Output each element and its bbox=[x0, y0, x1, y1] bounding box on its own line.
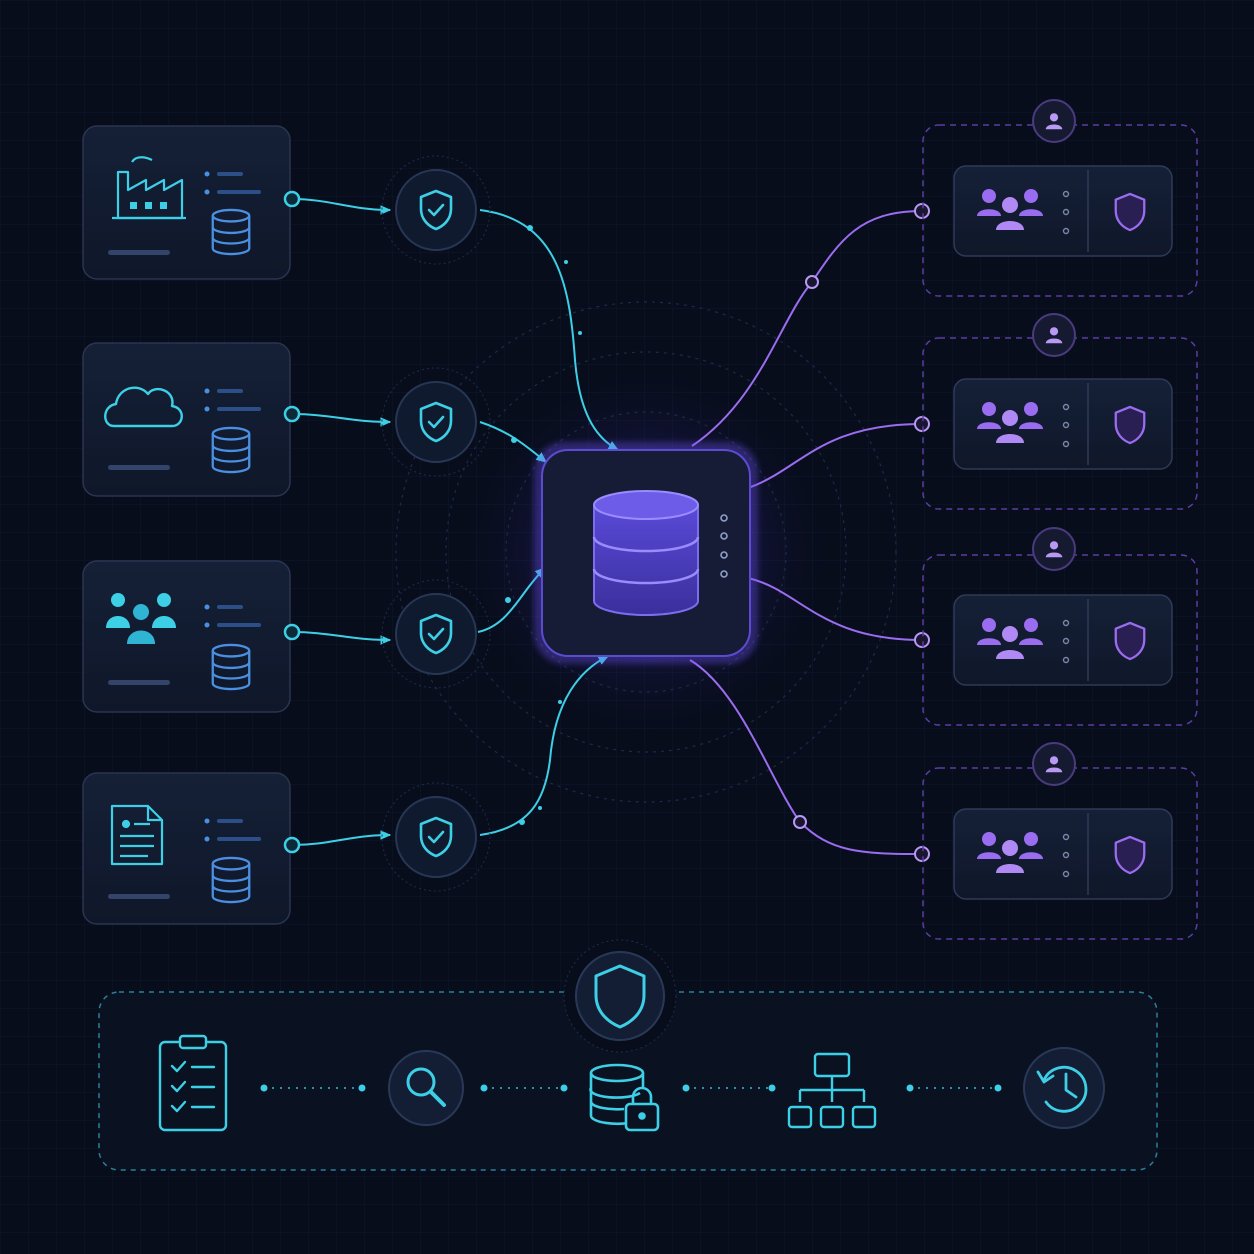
consumer-group-1 bbox=[922, 99, 1198, 297]
user-badge[interactable] bbox=[1032, 742, 1076, 786]
central-hub[interactable] bbox=[534, 442, 758, 664]
shield-node-4[interactable] bbox=[381, 782, 491, 892]
consumer-nodes bbox=[793, 203, 930, 862]
hierarchy-icon[interactable] bbox=[787, 1052, 877, 1129]
label-placeholder bbox=[108, 465, 170, 470]
factory-icon bbox=[112, 156, 186, 220]
database-icon bbox=[592, 490, 700, 616]
shield-icon bbox=[1114, 621, 1146, 661]
governance-bar bbox=[98, 939, 1158, 1171]
user-badge[interactable] bbox=[1032, 527, 1076, 571]
step-connectors bbox=[260, 1084, 1002, 1092]
user-badge[interactable] bbox=[1032, 313, 1076, 357]
document-icon bbox=[110, 804, 164, 866]
status-dots bbox=[720, 514, 728, 578]
status-dots bbox=[1062, 403, 1070, 448]
shield-node-1[interactable] bbox=[381, 155, 491, 265]
output-port[interactable] bbox=[283, 190, 301, 208]
database-lock-icon[interactable] bbox=[589, 1063, 660, 1132]
shield-icon bbox=[594, 964, 646, 1029]
status-dots bbox=[1062, 619, 1070, 664]
consumer-group-4 bbox=[922, 742, 1198, 940]
consumer-group-3 bbox=[922, 527, 1198, 726]
shield-icon bbox=[1114, 192, 1146, 232]
users-icon bbox=[106, 593, 176, 644]
source-panel-factory bbox=[82, 125, 301, 280]
consumer-group-2 bbox=[922, 313, 1198, 510]
source-panel-document bbox=[82, 772, 301, 925]
checklist-icon[interactable] bbox=[158, 1034, 228, 1132]
source-flow-dots bbox=[505, 225, 582, 825]
label-placeholder bbox=[108, 680, 170, 685]
metadata-lines bbox=[204, 171, 261, 195]
source-panel-team bbox=[82, 560, 301, 713]
label-placeholder bbox=[108, 894, 170, 899]
shield-node-3[interactable] bbox=[381, 579, 491, 689]
output-port[interactable] bbox=[283, 623, 301, 641]
source-panel-cloud bbox=[82, 342, 301, 497]
history-icon[interactable] bbox=[1023, 1047, 1105, 1129]
metadata-lines bbox=[204, 604, 261, 628]
metadata-lines bbox=[204, 388, 261, 412]
search-icon[interactable] bbox=[388, 1050, 464, 1126]
label-placeholder bbox=[108, 250, 170, 255]
status-dots bbox=[1062, 833, 1070, 878]
cloud-icon bbox=[104, 386, 183, 428]
shield-icon bbox=[1114, 405, 1146, 445]
status-dots bbox=[1062, 190, 1070, 235]
shield-icon bbox=[1114, 835, 1146, 875]
policy-shields bbox=[381, 155, 491, 892]
output-port[interactable] bbox=[283, 405, 301, 423]
output-port[interactable] bbox=[283, 836, 301, 854]
metadata-lines bbox=[204, 818, 261, 842]
user-badge[interactable] bbox=[1032, 99, 1076, 143]
governance-shield-badge[interactable] bbox=[563, 939, 677, 1053]
shield-node-2[interactable] bbox=[381, 367, 491, 477]
